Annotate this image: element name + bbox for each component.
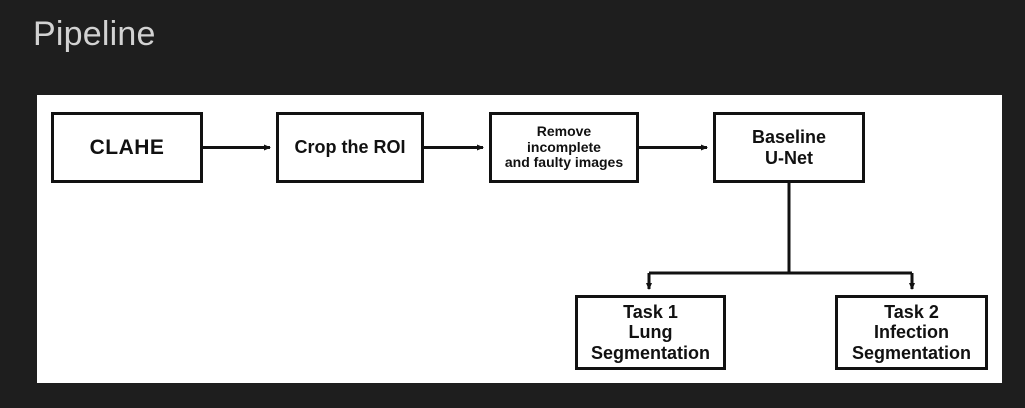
node-task1-lung-segmentation: Task 1 Lung Segmentation xyxy=(575,295,726,370)
node-crop-the-roi: Crop the ROI xyxy=(276,112,424,183)
node-baseline-unet: Baseline U-Net xyxy=(713,112,865,183)
node-remove-incomplete-and-faulty-images: Remove incomplete and faulty images xyxy=(489,112,639,183)
node-clahe: CLAHE xyxy=(51,112,203,183)
node-task2-infection-segmentation: Task 2 Infection Segmentation xyxy=(835,295,988,370)
flow-connectors xyxy=(203,144,915,290)
pipeline-figure-panel: CLAHE Crop the ROI Remove incomplete and… xyxy=(37,95,1002,383)
page-title: Pipeline xyxy=(33,15,156,53)
